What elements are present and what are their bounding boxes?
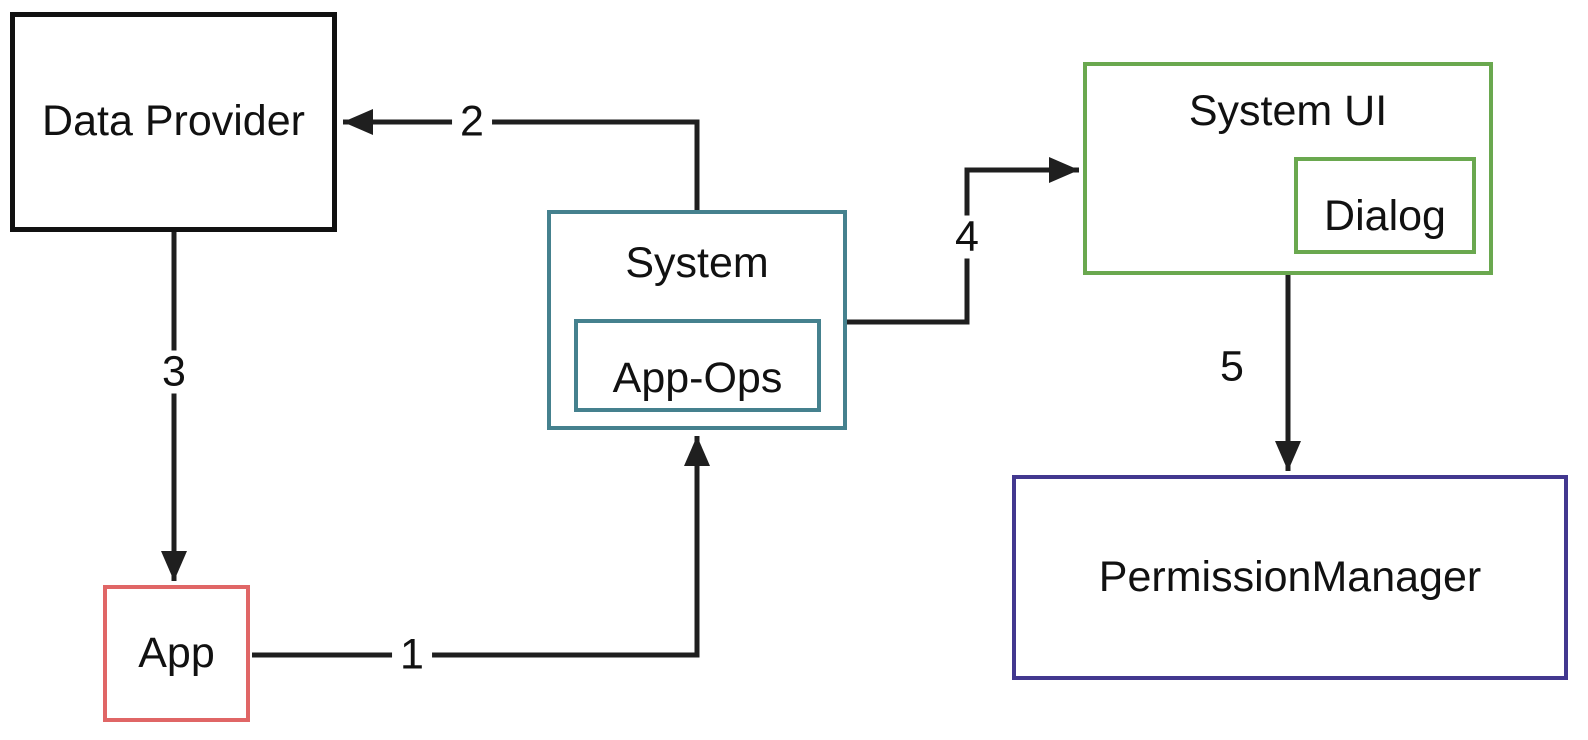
arrow-1 [252, 436, 710, 658]
node-permission-manager: PermissionManager [1012, 475, 1568, 680]
arrow-2 [343, 109, 700, 210]
node-system-ui-label: System UI [1188, 87, 1388, 135]
arrow-3-label: 3 [154, 350, 194, 394]
arrow-4-label: 4 [947, 215, 987, 259]
node-app-ops: App-Ops [574, 319, 821, 412]
node-app-ops-label: App-Ops [612, 353, 783, 402]
arrow-2-label: 2 [452, 100, 492, 144]
node-dialog-label: Dialog [1324, 191, 1446, 240]
node-system-ui: System UI Dialog [1083, 62, 1493, 275]
node-dialog: Dialog [1294, 157, 1476, 254]
arrow-1-label: 1 [392, 633, 432, 677]
node-data-provider: Data Provider [10, 12, 337, 232]
node-app: App [103, 585, 250, 722]
node-app-label: App [138, 628, 215, 677]
node-system-label: System [625, 239, 769, 287]
arrow-5-label: 5 [1212, 345, 1252, 389]
node-permission-manager-label: PermissionManager [1098, 552, 1482, 601]
node-system: System App-Ops [547, 210, 847, 430]
node-data-provider-label: Data Provider [42, 97, 305, 146]
